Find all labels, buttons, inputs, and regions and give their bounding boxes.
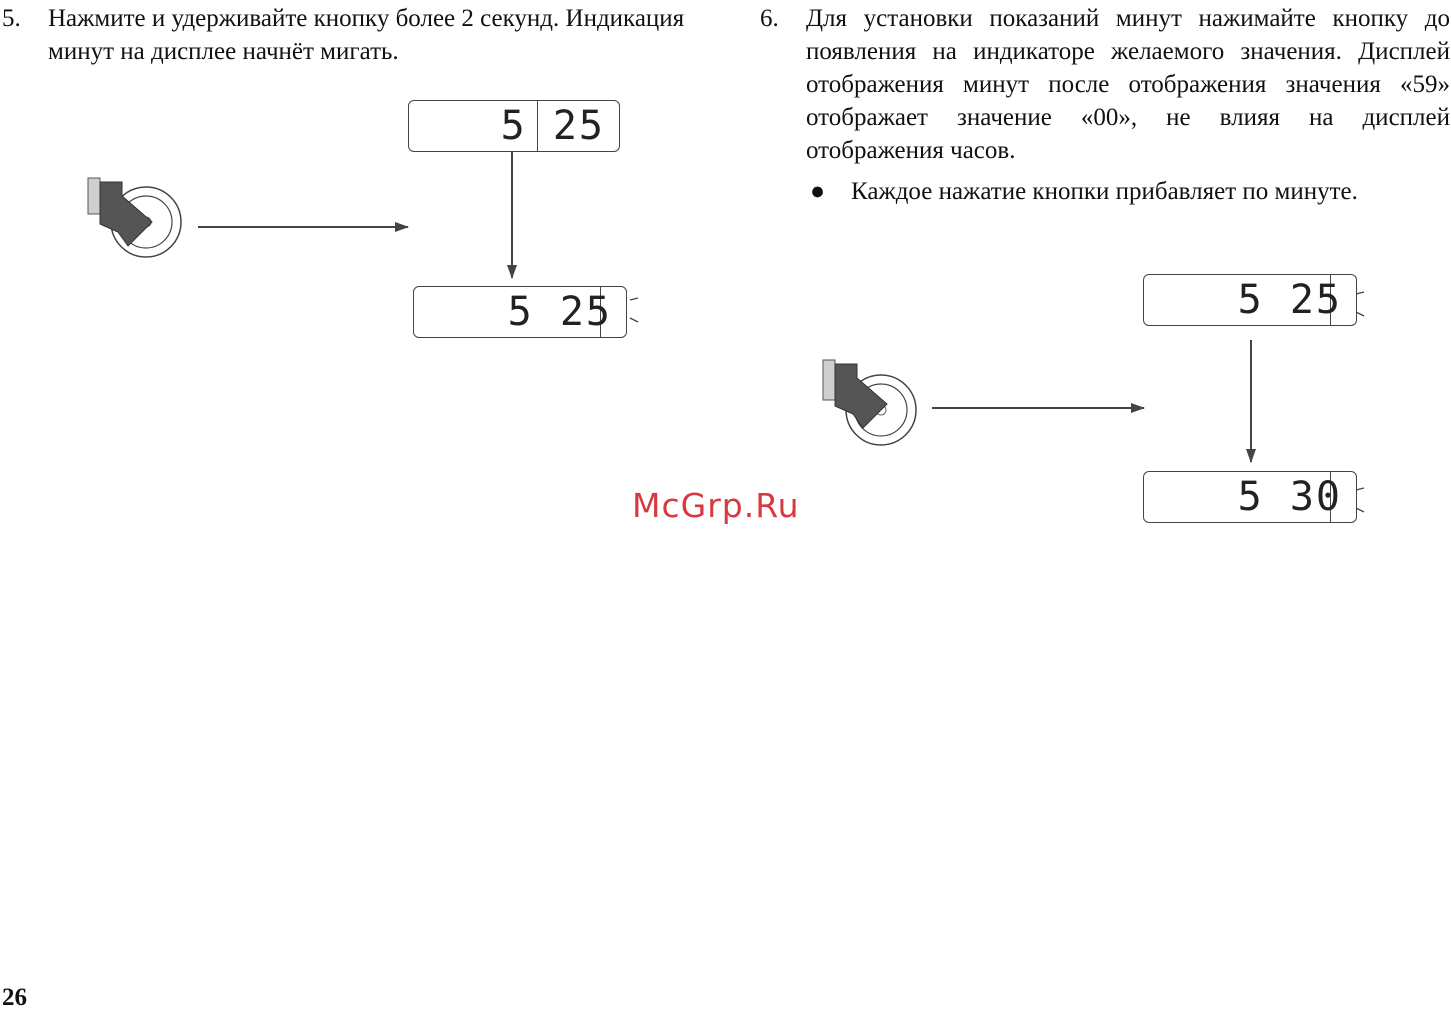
lcd-digits: 5 25: [500, 103, 605, 149]
lcd-divider: [537, 101, 538, 151]
lcd-digits: 5 25: [1237, 277, 1342, 323]
lcd-display-step5-top: 5 25: [408, 100, 620, 152]
lcd-divider: [600, 287, 601, 337]
lcd-divider: [1330, 275, 1331, 325]
lcd-divider: [1330, 472, 1331, 522]
lcd-display-step6-bottom: 5 30: [1143, 471, 1357, 523]
step-5-text: Нажмите и удерживайте кнопку более 2 сек…: [48, 5, 685, 65]
press-hand-icon: [87, 177, 182, 258]
step-6-bullet-text: Каждое нажатие кнопки прибавляет по мину…: [851, 178, 1358, 205]
lcd-display-step6-top: 5 25: [1143, 274, 1357, 326]
lcd-digits: 5 30: [1237, 474, 1342, 520]
lcd-display-step5-bottom: 5 25: [413, 286, 627, 338]
watermark: McGrp.Ru: [632, 486, 800, 525]
lcd-digits: 5 25: [507, 289, 612, 335]
press-hand-icon: [822, 359, 917, 446]
step-6-number: 6.: [760, 5, 779, 32]
step-6-text: Для установки показаний минут нажимайте …: [806, 5, 1450, 164]
page-number: 26: [2, 984, 27, 1011]
bullet-icon: ●: [810, 178, 826, 205]
step-5-number: 5.: [2, 5, 21, 32]
